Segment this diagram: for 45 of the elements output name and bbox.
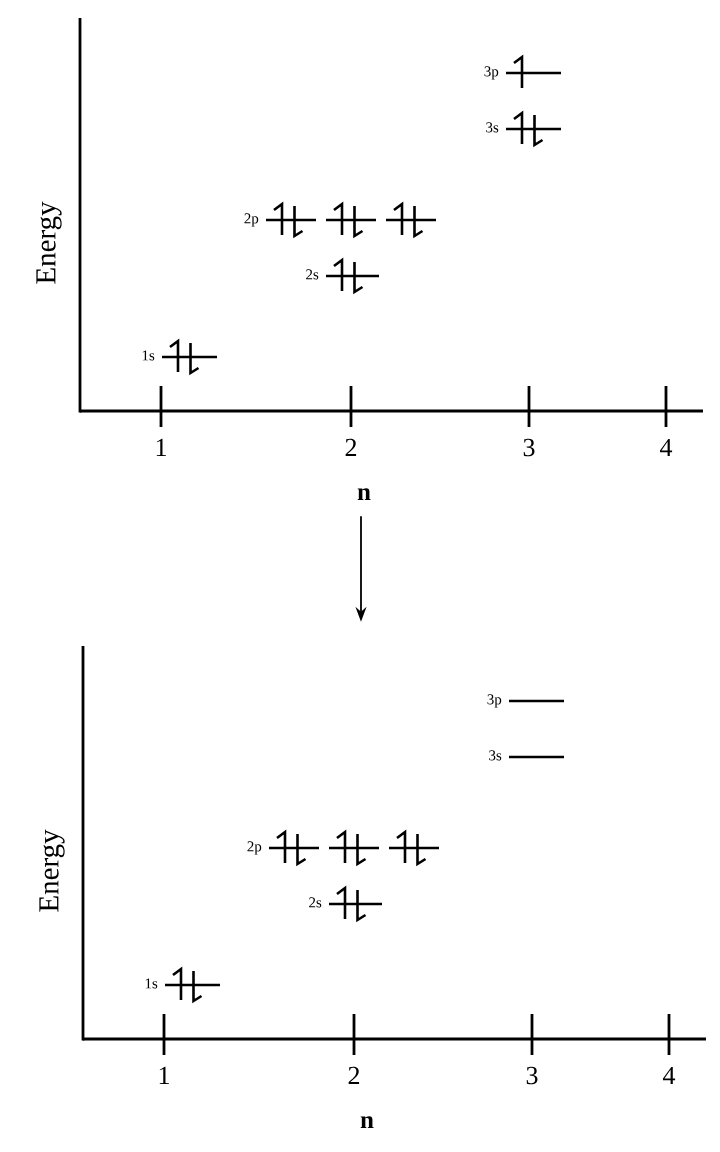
spin-harpoon xyxy=(333,201,344,235)
tick-label: 3 xyxy=(526,1066,538,1085)
spin-harpoon xyxy=(169,338,180,372)
spin-harpoon xyxy=(513,54,524,88)
level-label: 1s xyxy=(145,978,158,989)
spin-harpoon xyxy=(416,834,427,867)
spin-harpoon xyxy=(189,343,200,376)
spin-harpoon xyxy=(513,110,524,144)
tick-label: 2 xyxy=(345,438,357,456)
spin-harpoon xyxy=(293,206,304,239)
tick-label: 1 xyxy=(159,1066,169,1084)
tick-label: 3 xyxy=(523,438,535,457)
spin-harpoon xyxy=(396,829,407,863)
spin-harpoon xyxy=(413,206,424,239)
spin-harpoon xyxy=(336,885,347,919)
level-label: 3s xyxy=(489,750,502,761)
level-label: 2s xyxy=(306,269,319,280)
spin-harpoon xyxy=(333,257,344,291)
spin-harpoon xyxy=(172,966,183,1000)
spin-harpoon xyxy=(336,829,347,863)
spin-harpoon xyxy=(276,829,287,863)
level-label: 2p xyxy=(247,841,262,855)
level-label: 3p xyxy=(484,66,499,80)
spin-harpoon xyxy=(533,115,544,148)
level-label: 3p xyxy=(487,694,502,708)
spin-harpoon xyxy=(356,890,367,923)
tick-label: 1 xyxy=(156,438,166,456)
tick-label: 4 xyxy=(663,1066,676,1084)
level-label: 2s xyxy=(309,897,322,908)
axis-label: Energy xyxy=(36,201,62,284)
axis-label: Energy xyxy=(39,829,65,912)
level-label: 2p xyxy=(244,213,259,227)
spin-harpoon xyxy=(393,201,404,235)
spin-harpoon xyxy=(356,834,367,867)
axis-label: n xyxy=(357,488,371,500)
spin-harpoon xyxy=(353,206,364,239)
tick-label: 2 xyxy=(348,1066,360,1084)
spin-harpoon xyxy=(192,971,203,1004)
axis-label: n xyxy=(360,1116,374,1128)
level-label: 3s xyxy=(486,122,499,133)
spin-harpoon xyxy=(353,262,364,295)
spin-harpoon xyxy=(296,834,307,867)
level-label: 1s xyxy=(142,350,155,361)
spin-harpoon xyxy=(273,201,284,235)
tick-label: 4 xyxy=(660,438,673,456)
